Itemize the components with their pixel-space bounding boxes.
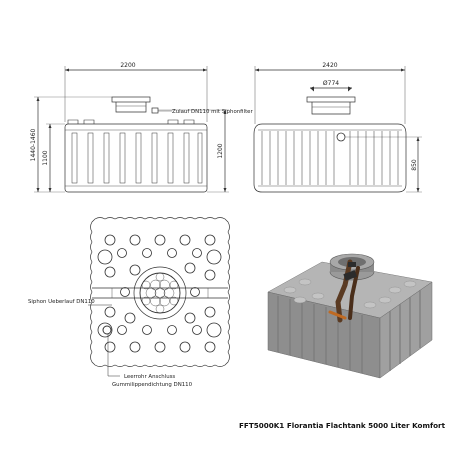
caption: FFT5000K1 Florantia Flachtank 5000 Liter… (239, 421, 446, 430)
front-ribs (261, 131, 399, 185)
top-view-holes (97, 234, 222, 353)
side-lid (111, 96, 151, 103)
side-view (34, 66, 229, 193)
top-view-outline (90, 217, 230, 367)
height-1100-label: 1100 (42, 150, 49, 165)
siphon-ueberlauf-label: Siphon Ueberlauf DN110 (28, 299, 95, 305)
front-dome (311, 102, 351, 115)
leerrohr-label: Leerrohr Anschluss (124, 374, 175, 380)
side-tank-body (64, 123, 208, 193)
total-height-label: 1440-1460 (30, 128, 37, 161)
zulauf-label: Zulauf DN110 mit Siphonfilter (172, 109, 253, 115)
side-inlet-pipe (151, 107, 159, 114)
front-width-label: 2420 (322, 62, 337, 69)
gummilippe-label: Gummilippendichtung DN110 (112, 382, 193, 388)
side-ribs (71, 132, 203, 184)
height-1200-label: 1200 (217, 143, 224, 158)
front-pipe-opening (336, 132, 346, 142)
front-tank-body (253, 123, 407, 193)
top-view (88, 217, 230, 377)
height-850-label: 850 (411, 159, 418, 171)
inlet-diameter-label: Ø774 (323, 80, 339, 87)
front-lid (306, 96, 356, 103)
front-view (253, 66, 422, 193)
central-dome-outer (133, 266, 187, 320)
side-width-label: 2200 (120, 62, 135, 69)
tank-3d-render (267, 253, 433, 379)
side-dome (115, 102, 147, 113)
